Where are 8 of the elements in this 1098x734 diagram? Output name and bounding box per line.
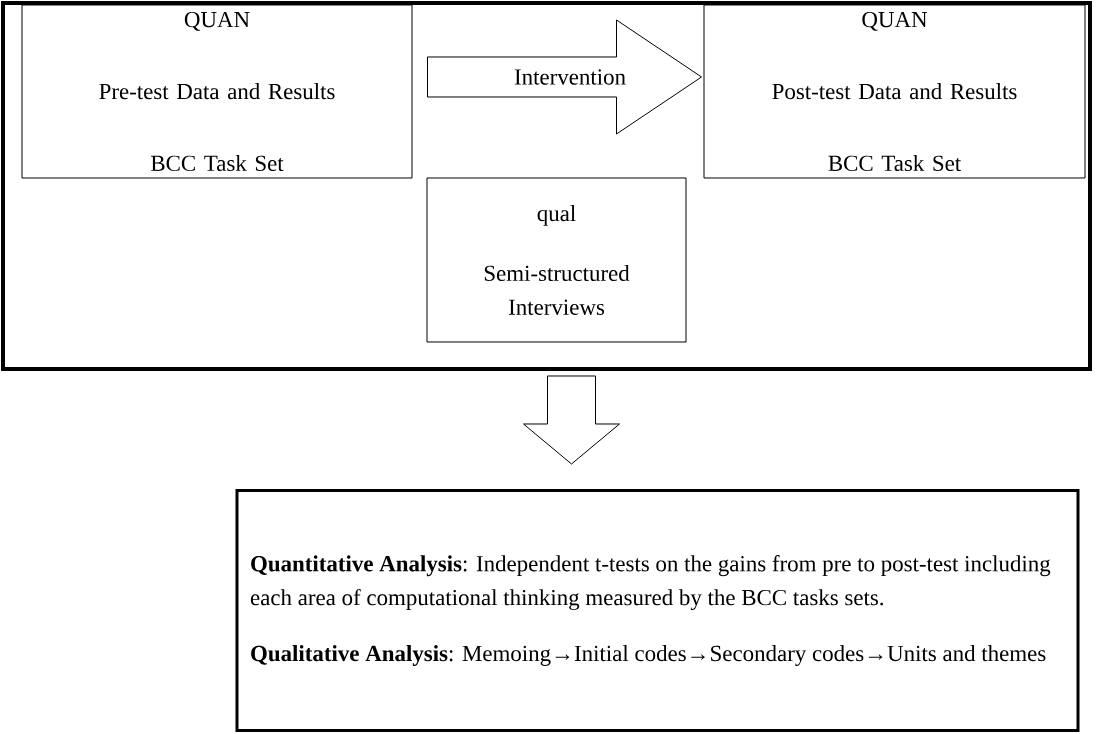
text-box: QUAN Post-test Data and Results BCC Task Set <box>703 4 1086 179</box>
block-arrow <box>427 19 702 135</box>
edge-label: Intervention <box>513 68 627 86</box>
text-box: QUAN Pre-test Data and Results BCC Task Set <box>21 4 413 179</box>
text-box: qual Semi-structured Interviews <box>426 177 687 343</box>
text-box: Quantitative Analysis: Independent t-tests on the gains from pre to post-test including each area of computational thinking measured by the BCC tasks sets. Qualitative Analysis: Memoing→Initial codes→Secondary codes→Units and themes <box>235 489 1080 732</box>
frame-box <box>1 1 1092 371</box>
block-arrow <box>523 375 620 465</box>
